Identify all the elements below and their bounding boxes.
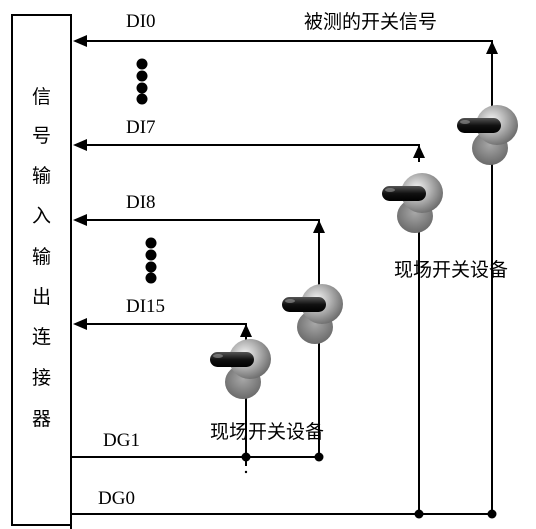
wire-di15: [84, 323, 247, 342]
toggle-switch-di8: [282, 284, 343, 344]
arrow-up-di15: [240, 324, 252, 337]
arrow-up-di8: [313, 220, 325, 233]
junction-dg0-b: [487, 509, 497, 519]
label-di0: DI0: [126, 11, 156, 32]
label-di7: DI7: [126, 117, 156, 138]
label-dg0: DG0: [98, 488, 135, 509]
connector-char-9: 器: [32, 408, 51, 430]
connector-char-4: 入: [32, 205, 51, 227]
label-measured-signal: 被测的开关信号: [304, 11, 437, 33]
arrow-up-di0: [486, 41, 498, 54]
wire-di8: [84, 219, 320, 292]
arrow-di8: [73, 214, 87, 226]
connector-char-1: 信: [32, 86, 51, 108]
label-di15: DI15: [126, 296, 165, 317]
ellipsis-dots-upper: [136, 58, 148, 105]
connector-char-7: 连: [32, 326, 51, 348]
junction-dg1-b: [314, 452, 324, 462]
label-dg1: DG1: [103, 430, 140, 451]
arrow-di0: [73, 35, 87, 47]
junction-dg0-a: [414, 509, 424, 519]
label-field-switch-upper: 现场开关设备: [394, 259, 508, 281]
connector-char-5: 输: [32, 246, 51, 268]
arrow-di7: [73, 139, 87, 151]
toggle-switch-di15: [210, 339, 271, 399]
toggle-switch-di7: [382, 173, 443, 233]
ellipsis-dots-lower: [145, 237, 157, 284]
arrow-up-di7: [413, 145, 425, 158]
arrow-di15: [73, 318, 87, 330]
label-field-switch-lower: 现场开关设备: [210, 421, 324, 443]
stray-dot: [244, 470, 248, 474]
connector-char-3: 输: [32, 165, 51, 187]
toggle-switch-di0: [457, 105, 518, 165]
connector-char-2: 号: [32, 125, 51, 147]
connector-char-8: 接: [32, 367, 51, 389]
connector-box: [11, 14, 72, 526]
label-di8: DI8: [126, 192, 156, 213]
junction-dg1-a: [241, 452, 251, 462]
wire-di7: [84, 144, 420, 162]
connector-char-6: 出: [32, 286, 51, 308]
